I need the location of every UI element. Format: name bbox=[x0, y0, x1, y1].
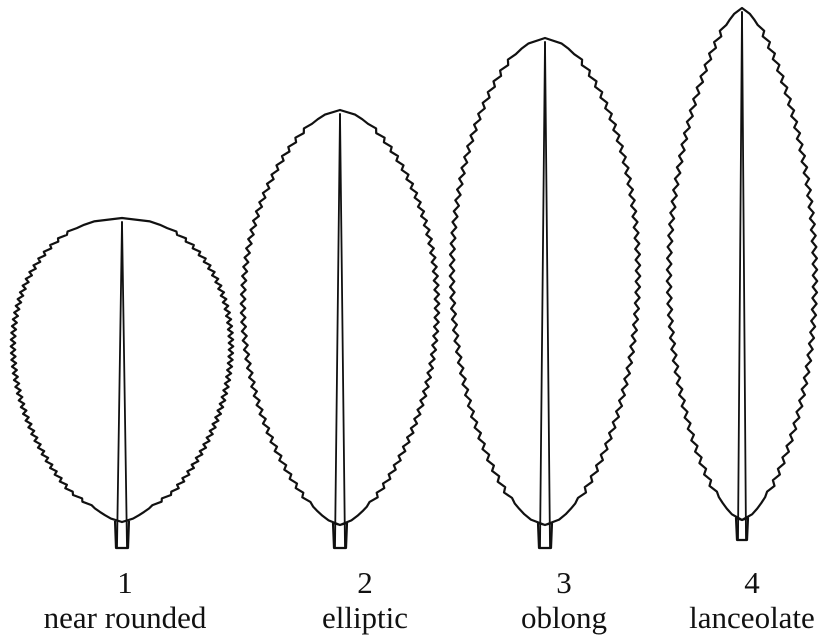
leaf-label-2: elliptic bbox=[255, 600, 475, 636]
leaf-label-4: lanceolate bbox=[642, 600, 822, 636]
leaf-label-1: near rounded bbox=[15, 600, 235, 636]
leaf-oblong-drawing bbox=[450, 38, 640, 548]
leaf-elliptic-drawing bbox=[241, 110, 439, 548]
leaf-number-1: 1 bbox=[15, 565, 235, 601]
leaf-number-3: 3 bbox=[454, 565, 674, 601]
leaf-caption-2: 2 elliptic bbox=[255, 565, 475, 636]
leaf-caption-3: 3 oblong bbox=[454, 565, 674, 636]
leaf-caption-4: 4 lanceolate bbox=[642, 565, 822, 636]
leaf-caption-1: 1 near rounded bbox=[15, 565, 235, 636]
leaf-near-rounded-drawing bbox=[11, 218, 233, 548]
leaf-label-3: oblong bbox=[454, 600, 674, 636]
leaf-lanceolate-drawing bbox=[667, 8, 817, 540]
leaf-number-4: 4 bbox=[642, 565, 822, 601]
leaf-number-2: 2 bbox=[255, 565, 475, 601]
